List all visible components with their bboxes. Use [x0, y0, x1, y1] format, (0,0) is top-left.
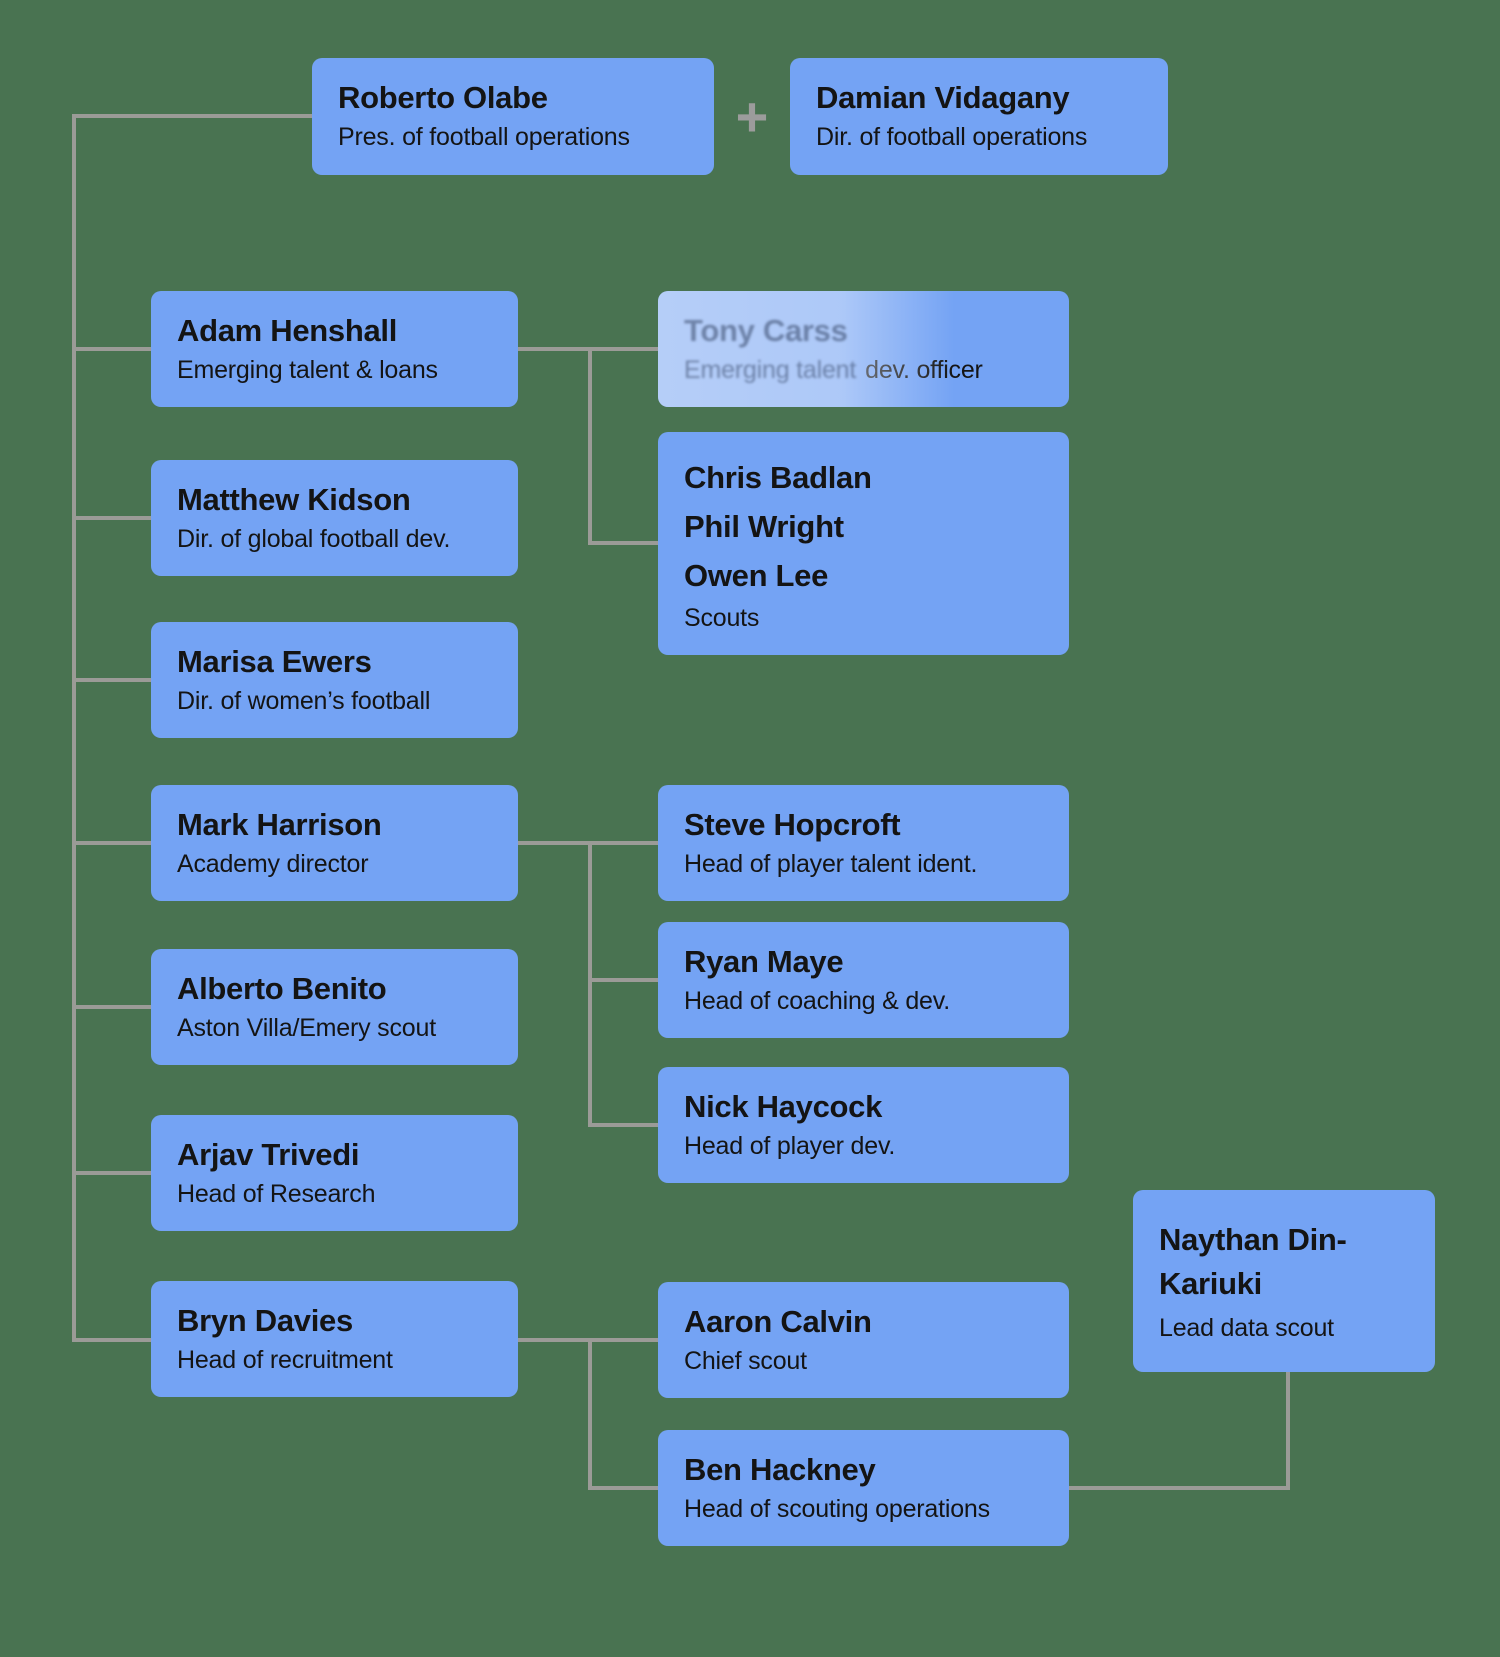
connector-branch-arjav	[76, 1171, 151, 1175]
node-bryn-davies: Bryn Davies Head of recruitment	[151, 1281, 518, 1397]
node-role: Emerging talent & loans	[177, 355, 438, 384]
node-name: Tony Carss	[684, 312, 848, 348]
node-role: Head of coaching & dev.	[684, 986, 950, 1015]
connector-main-trunk	[72, 114, 76, 1342]
node-name: Naythan Din-Kariuki	[1159, 1221, 1347, 1301]
connector-branch-adam	[76, 347, 151, 351]
connector-mark-subtrunk	[588, 841, 592, 1127]
plus-joiner: +	[714, 58, 790, 175]
node-role: Academy director	[177, 849, 369, 878]
node-matthew-kidson: Matthew Kidson Dir. of global football d…	[151, 460, 518, 576]
node-role: Pres. of football operations	[338, 123, 630, 151]
node-steve-hopcroft: Steve Hopcroft Head of player talent ide…	[658, 785, 1069, 901]
connector-adam-subtrunk	[588, 347, 592, 545]
node-name: Bryn Davies	[177, 1302, 353, 1338]
node-name: Nick Haycock	[684, 1088, 883, 1124]
node-name: Adam Henshall	[177, 312, 398, 348]
connector-naythan-drop	[1286, 1372, 1290, 1490]
node-role: Chief scout	[684, 1346, 807, 1375]
node-role: Dir. of football operations	[816, 123, 1088, 151]
node-arjav-trivedi: Arjav Trivedi Head of Research	[151, 1115, 518, 1231]
connector-bryn-ben	[588, 1486, 658, 1490]
connector-mark-ryan	[588, 978, 658, 982]
connector-branch-marisa	[76, 678, 151, 682]
node-naythan-din-kariuki: Naythan Din-Kariuki Lead data scout	[1133, 1190, 1435, 1372]
node-role: Scouts	[684, 603, 760, 632]
node-alberto-benito: Alberto Benito Aston Villa/Emery scout	[151, 949, 518, 1065]
node-name: Steve Hopcroft	[684, 806, 901, 842]
node-scouts-group: Chris Badlan Phil Wright Owen Lee Scouts	[658, 432, 1069, 655]
connector-mark-nick	[588, 1123, 658, 1127]
node-name: Alberto Benito	[177, 970, 387, 1006]
node-marisa-ewers: Marisa Ewers Dir. of women’s football	[151, 622, 518, 738]
node-roberto-olabe: Roberto Olabe Pres. of football operatio…	[312, 58, 714, 175]
connector-root	[76, 114, 312, 118]
node-name: Marisa Ewers	[177, 643, 372, 679]
node-role: Aston Villa/Emery scout	[177, 1013, 436, 1042]
node-role: Dir. of global football dev.	[177, 524, 451, 553]
node-role: Head of Research	[177, 1179, 376, 1208]
node-ryan-maye: Ryan Maye Head of coaching & dev.	[658, 922, 1069, 1038]
node-name: Roberto Olabe	[338, 80, 548, 115]
node-role-faded: Emerging talent	[684, 355, 857, 384]
connector-branch-alberto	[76, 1005, 151, 1009]
node-name: Phil Wright	[684, 508, 844, 544]
connector-branch-matthew	[76, 516, 151, 520]
node-name: Ben Hackney	[684, 1451, 876, 1487]
node-damian-vidagany: Damian Vidagany Dir. of football operati…	[790, 58, 1168, 175]
node-nick-haycock: Nick Haycock Head of player dev.	[658, 1067, 1069, 1183]
node-name: Arjav Trivedi	[177, 1136, 360, 1172]
node-role: Lead data scout	[1159, 1313, 1334, 1342]
node-name: Aaron Calvin	[684, 1303, 872, 1339]
node-role: Head of scouting operations	[684, 1494, 990, 1523]
node-role: Head of player dev.	[684, 1131, 896, 1160]
node-name: Chris Badlan	[684, 459, 872, 495]
node-name: Ryan Maye	[684, 943, 844, 979]
node-aaron-calvin: Aaron Calvin Chief scout	[658, 1282, 1069, 1398]
node-ben-hackney: Ben Hackney Head of scouting operations	[658, 1430, 1069, 1546]
node-name: Owen Lee	[684, 557, 829, 593]
node-role: Head of player talent ident.	[684, 849, 978, 878]
node-name: Mark Harrison	[177, 806, 382, 842]
plus-icon: +	[735, 84, 769, 148]
connector-branch-bryn	[76, 1338, 151, 1342]
node-role: Head of recruitment	[177, 1345, 393, 1374]
node-name: Damian Vidagany	[816, 80, 1070, 115]
node-adam-henshall: Adam Henshall Emerging talent & loans	[151, 291, 518, 407]
connector-ben-naythan	[1069, 1486, 1290, 1490]
node-role-solid: dev. officer	[865, 355, 983, 384]
node-role: Emerging talent dev. officer	[684, 354, 1059, 387]
connector-adam-scouts	[588, 541, 658, 545]
node-tony-carss: Tony Carss Emerging talent dev. officer	[658, 291, 1069, 407]
connector-bryn-subtrunk	[588, 1338, 592, 1490]
node-role: Dir. of women’s football	[177, 686, 431, 715]
connector-branch-mark	[76, 841, 151, 845]
node-name: Matthew Kidson	[177, 481, 411, 517]
node-mark-harrison: Mark Harrison Academy director	[151, 785, 518, 901]
